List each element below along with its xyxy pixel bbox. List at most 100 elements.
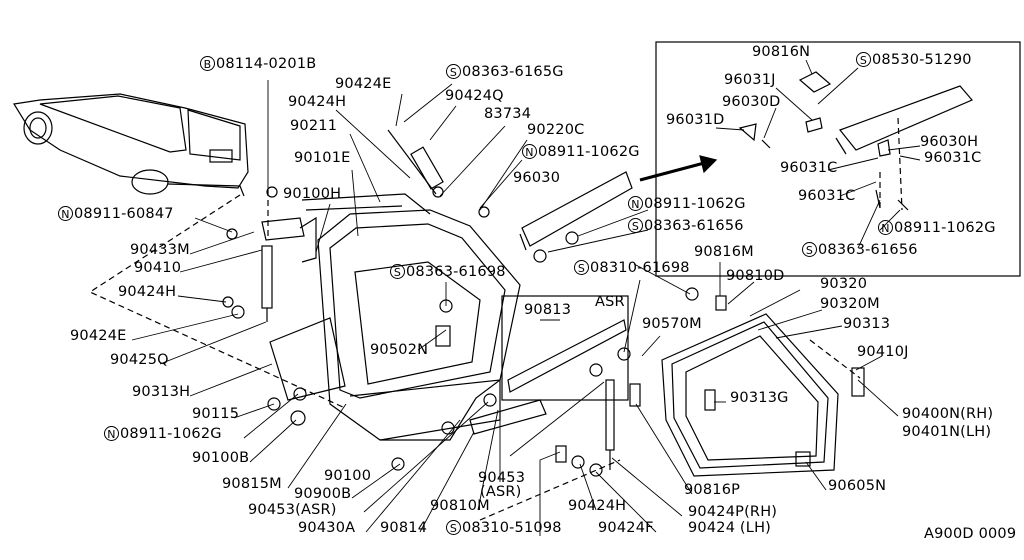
main-part-label: 90313 <box>843 316 890 332</box>
part-number: 90424P(RH) <box>688 504 778 520</box>
main-part-label: 90814 <box>380 520 427 536</box>
main-part-label: 90410J <box>857 344 909 360</box>
main-part-label: A900D 0009 <box>924 526 1016 542</box>
main-part-label: 90220C <box>527 122 584 138</box>
part-number: 90816P <box>684 482 741 498</box>
fastener-type-badge: S <box>802 242 817 257</box>
part-number: 90424E <box>70 328 127 344</box>
fastener-type-badge: N <box>104 426 119 441</box>
main-part-label: 90100B <box>192 450 249 466</box>
part-number: 90814 <box>380 520 428 536</box>
part-number: 90320 <box>820 276 868 292</box>
fastener-type-badge: N <box>58 206 73 221</box>
part-number: 96031C <box>780 160 838 176</box>
asr-molding <box>501 295 629 401</box>
main-part-label: 90605N <box>828 478 886 494</box>
part-number: 90115 <box>192 406 240 422</box>
main-part-label: 90816P <box>684 482 740 498</box>
part-number: 90320M <box>820 296 880 312</box>
main-part-label: 90815M <box>222 476 282 492</box>
part-number: 96031C <box>924 150 982 166</box>
main-part-label: 90424F <box>598 520 654 536</box>
part-number: 83734 <box>484 106 532 122</box>
part-number: 90313H <box>132 384 191 400</box>
inset-part-label: 96031C <box>780 160 837 176</box>
main-part-label: 90400N(RH) <box>902 406 993 422</box>
inset-arrow <box>639 155 718 182</box>
part-number: 90815M <box>222 476 282 492</box>
part-number: 08114-0201B <box>216 56 317 72</box>
fastener-type-badge: N <box>522 144 537 159</box>
main-part-label: 90313G <box>730 390 789 406</box>
hinge-stay-parts <box>261 129 615 470</box>
main-part-label: 90410 <box>134 260 181 276</box>
main-part-label: 90570M <box>642 316 702 332</box>
spoiler <box>519 171 633 251</box>
fastener-type-badge: N <box>878 220 893 235</box>
part-number: 96031D <box>666 112 725 128</box>
part-number: 90430A <box>298 520 356 536</box>
part-number: 90100H <box>283 186 342 202</box>
part-number: 90401N(LH) <box>902 424 992 440</box>
part-number: 90810D <box>726 268 785 284</box>
main-part-label: 90810D <box>726 268 785 284</box>
part-number: 90424F <box>598 520 654 536</box>
main-part-label: 90424E <box>70 328 127 344</box>
main-part-label: ASR <box>595 294 625 310</box>
part-number: 90313 <box>843 316 891 332</box>
part-number: 90313G <box>730 390 789 406</box>
main-part-label: 83734 <box>484 106 531 122</box>
main-part-label: 90453(ASR) <box>248 502 337 518</box>
main-part-label: 90320 <box>820 276 867 292</box>
main-part-label: 90900B <box>294 486 351 502</box>
part-number: 08363-6165G <box>462 64 564 80</box>
main-part-label: 90810M <box>430 498 490 514</box>
part-number: 90810M <box>430 498 490 514</box>
fastener-type-badge: S <box>574 260 589 275</box>
back-door <box>269 193 547 441</box>
main-part-label: 90502N <box>370 342 428 358</box>
part-number: 08363-61656 <box>818 242 918 258</box>
fastener-type-badge: S <box>446 64 461 79</box>
part-number: 08363-61698 <box>406 264 506 280</box>
main-part-label: 90313H <box>132 384 190 400</box>
part-number: 90424Q <box>445 88 504 104</box>
main-part-label: 90813 <box>524 302 571 318</box>
part-number: 08911-1062G <box>120 426 222 442</box>
part-number: 90816N <box>752 44 811 60</box>
vehicle-illustration <box>13 93 249 197</box>
part-number: 90605N <box>828 478 887 494</box>
inset-part-label: 96031C <box>798 188 855 204</box>
fastener-type-badge: B <box>200 56 215 71</box>
clips <box>222 186 865 477</box>
inset-part-label: 96031J <box>724 72 776 88</box>
part-number: 90433M <box>130 242 190 258</box>
part-number: 96031C <box>798 188 856 204</box>
part-number: 90900B <box>294 486 352 502</box>
main-part-label: 90320M <box>820 296 880 312</box>
part-number: 90502N <box>370 342 429 358</box>
fastener-type-badge: N <box>628 196 643 211</box>
leader-lines <box>131 59 921 536</box>
part-number: 08310-51098 <box>462 520 562 536</box>
part-number: 08911-60847 <box>74 206 174 222</box>
main-part-label: 90433M <box>130 242 190 258</box>
part-number: 96030H <box>920 134 979 150</box>
part-number: 08530-51290 <box>872 52 972 68</box>
part-number: 90424H <box>288 94 347 110</box>
inset-part-label: 96031D <box>666 112 725 128</box>
part-number: 90211 <box>290 118 338 134</box>
main-part-label: 90424H <box>568 498 626 514</box>
part-number: 90453(ASR) <box>248 502 337 518</box>
fastener-type-badge: S <box>628 218 643 233</box>
